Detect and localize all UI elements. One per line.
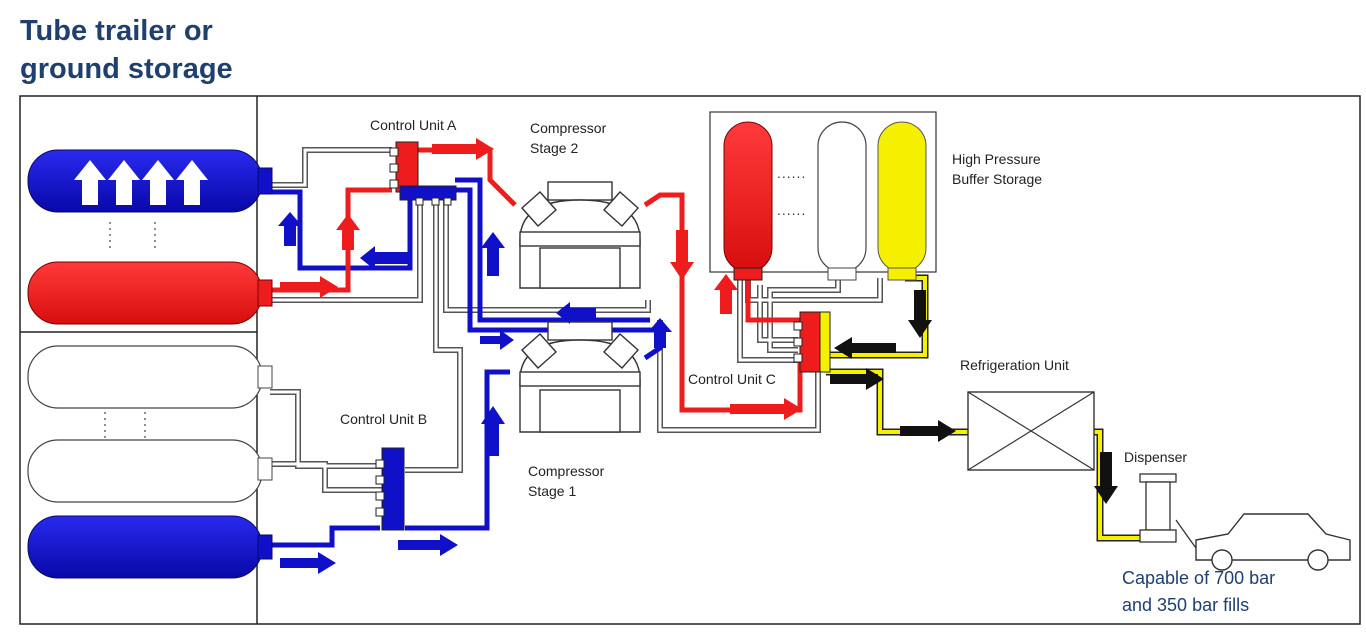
cylinder-white-2: [27, 439, 273, 503]
compressor-stage-2: [519, 181, 641, 289]
control-unit-b: [375, 447, 405, 531]
vertical-dots-top: [109, 222, 156, 252]
compressor-stage-2-label-2: Stage 2: [530, 140, 578, 156]
compressor-stage-2-label-1: Compressor: [530, 120, 607, 136]
control-unit-a-label: Control Unit A: [370, 117, 457, 133]
gray-piping-inner: [270, 148, 882, 492]
control-unit-a: [389, 141, 457, 206]
car-icon: [1195, 513, 1351, 571]
cylinder-red: [27, 261, 273, 325]
refrigeration-unit: [967, 391, 1095, 471]
buffer-cylinder-white: [817, 121, 867, 281]
dispenser: [1139, 473, 1197, 549]
buffer-storage-label-2: Buffer Storage: [952, 171, 1042, 187]
compressor-stage-1-label-1: Compressor: [528, 463, 605, 479]
page-title: Tube trailer or ground storage: [20, 12, 233, 88]
vertical-dots-bottom: [104, 412, 146, 438]
cylinder-white-1: [27, 345, 273, 409]
buffer-cylinder-red: [723, 121, 773, 281]
compressor-stage-1: [519, 321, 641, 433]
buffer-dots-upper: ......: [777, 165, 806, 181]
title-line-1: Tube trailer or: [20, 15, 213, 47]
blue-flow-arrows: [278, 212, 672, 574]
control-unit-b-label: Control Unit B: [340, 411, 427, 427]
black-flow-arrows: [830, 290, 1118, 504]
refrigeration-unit-label: Refrigeration Unit: [960, 357, 1069, 373]
capability-caption-1: Capable of 700 bar: [1122, 568, 1275, 588]
up-arrows-icon: [74, 160, 208, 205]
control-unit-c-label: Control Unit C: [688, 371, 776, 387]
red-flow-arrows: [280, 138, 802, 420]
buffer-dots-lower: ......: [777, 202, 806, 218]
buffer-cylinder-yellow: [877, 121, 927, 281]
buffer-storage-label-1: High Pressure: [952, 151, 1041, 167]
cylinder-blue-bottom: [27, 515, 273, 579]
title-line-2: ground storage: [20, 53, 233, 85]
compressor-stage-1-label-2: Stage 1: [528, 483, 576, 499]
capability-caption-2: and 350 bar fills: [1122, 595, 1249, 615]
dispenser-label: Dispenser: [1124, 449, 1187, 465]
control-unit-c: [793, 311, 831, 373]
